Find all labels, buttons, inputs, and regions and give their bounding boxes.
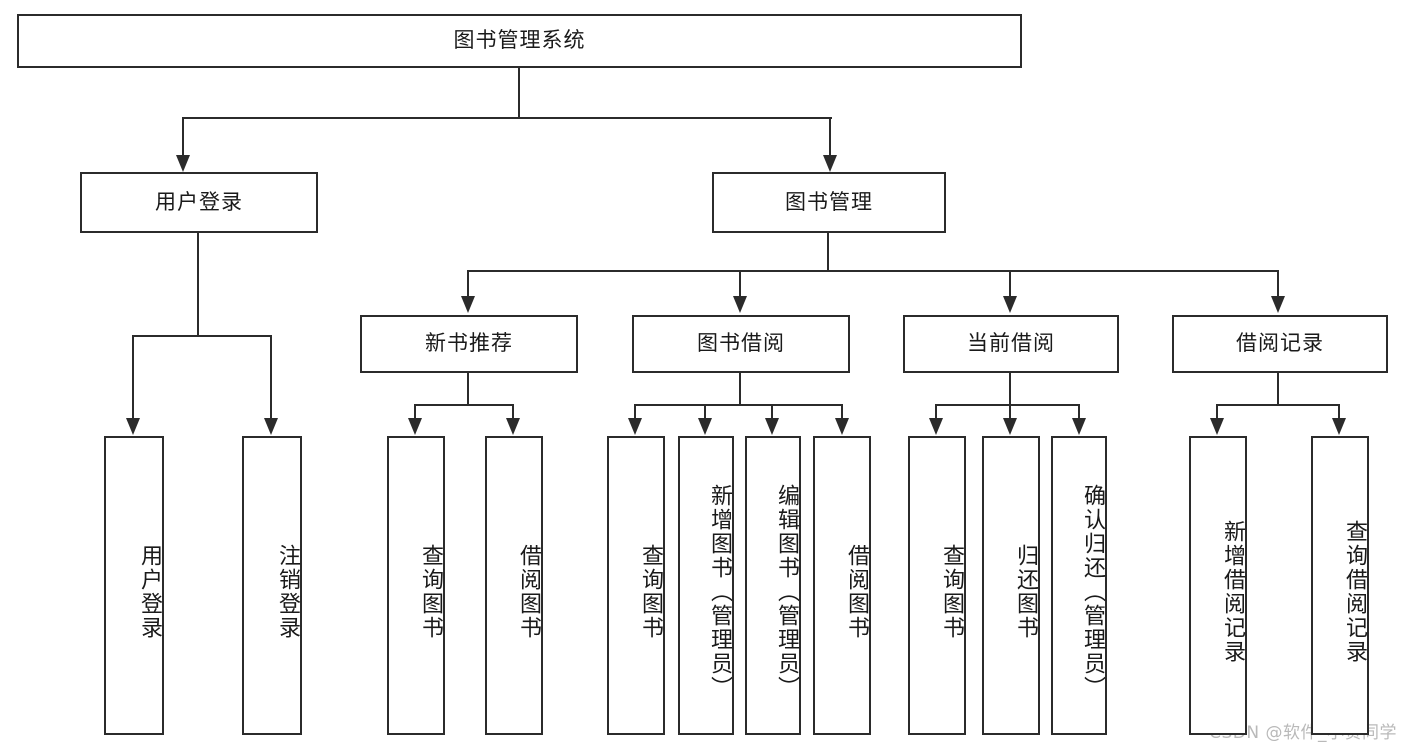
connector-group1-bar [635,404,842,406]
arrow-group3-drop-0 [1210,418,1224,435]
connector-user-bar [133,335,271,337]
arrow-group0-drop-1 [506,418,520,435]
node-book-borrow[interactable]: 图书借阅 [632,315,850,373]
arrow-group0-drop-0 [408,418,422,435]
node-label: 编辑图书（管理员） [774,483,799,700]
node-label: 归还图书 [1013,543,1038,640]
arrow-user-drop-0 [126,418,140,435]
connector-group0-stem [467,373,469,404]
arrow-user-drop-1 [264,418,278,435]
connector-group3-drop-1 [1338,404,1340,418]
connector-group1-drop-3 [841,404,843,418]
connector-group2-drop-2 [1078,404,1080,418]
leaf-leaf-confirm-return[interactable]: 确认归还（管理员） [1051,436,1107,735]
connector-user-drop-0 [132,335,134,418]
connector-root-drop-0 [182,117,184,155]
leaf-leaf-query-book-2[interactable]: 查询图书 [607,436,665,735]
node-label: 新增图书（管理员） [707,483,732,700]
connector-book-drop-2 [1009,270,1011,296]
leaf-leaf-borrow-book-1[interactable]: 借阅图书 [485,436,543,735]
node-label: 查询图书 [638,543,663,640]
connector-group3-stem [1277,373,1279,404]
arrow-book-drop-0 [461,296,475,313]
connector-group2-stem [1009,373,1011,404]
node-borrow-record[interactable]: 借阅记录 [1172,315,1388,373]
node-user-login[interactable]: 用户登录 [80,172,318,233]
leaf-leaf-logout[interactable]: 注销登录 [242,436,302,735]
leaf-leaf-query-book-1[interactable]: 查询图书 [387,436,445,735]
connector-group0-drop-0 [414,404,416,418]
connector-group1-stem [739,373,741,404]
connector-book-drop-1 [739,270,741,296]
connector-group1-drop-0 [634,404,636,418]
node-label: 用户登录 [155,189,243,214]
node-current-borrow[interactable]: 当前借阅 [903,315,1119,373]
leaf-leaf-return-book[interactable]: 归还图书 [982,436,1040,735]
connector-book-stem [827,233,829,270]
node-label: 借阅图书 [516,543,541,640]
node-label: 确认归还（管理员） [1080,483,1105,700]
connector-book-bar [468,270,1278,272]
connector-user-drop-1 [270,335,272,418]
arrow-group1-drop-0 [628,418,642,435]
connector-group1-drop-2 [771,404,773,418]
node-label: 注销登录 [275,543,300,640]
arrow-book-drop-1 [733,296,747,313]
arrow-group1-drop-2 [765,418,779,435]
node-label: 查询借阅记录 [1342,519,1367,664]
node-label: 查询图书 [939,543,964,640]
node-new-book-recommend[interactable]: 新书推荐 [360,315,578,373]
node-label: 新增借阅记录 [1220,519,1245,664]
leaf-leaf-edit-book[interactable]: 编辑图书（管理员） [745,436,801,735]
arrow-book-drop-2 [1003,296,1017,313]
leaf-leaf-query-record[interactable]: 查询借阅记录 [1311,436,1369,735]
leaf-leaf-query-book-3[interactable]: 查询图书 [908,436,966,735]
connector-group3-bar [1217,404,1339,406]
arrow-group2-drop-0 [929,418,943,435]
node-label: 新书推荐 [425,331,513,356]
arrow-group3-drop-1 [1332,418,1346,435]
connector-root-drop-1 [829,117,831,155]
leaf-leaf-add-book[interactable]: 新增图书（管理员） [678,436,734,735]
node-label: 图书借阅 [697,331,785,356]
arrow-group1-drop-1 [698,418,712,435]
node-label: 当前借阅 [967,331,1055,356]
connector-group1-drop-1 [704,404,706,418]
connector-book-drop-3 [1277,270,1279,296]
node-label: 借阅图书 [844,543,869,640]
connector-user-stem [197,233,199,335]
node-label: 借阅记录 [1236,331,1324,356]
arrow-group2-drop-1 [1003,418,1017,435]
node-book-manage[interactable]: 图书管理 [712,172,946,233]
connector-group2-drop-1 [1009,404,1011,418]
arrow-group2-drop-2 [1072,418,1086,435]
leaf-leaf-add-record[interactable]: 新增借阅记录 [1189,436,1247,735]
node-label: 用户登录 [137,543,162,640]
leaf-leaf-user-login[interactable]: 用户登录 [104,436,164,735]
arrow-group1-drop-3 [835,418,849,435]
arrow-book-drop-3 [1271,296,1285,313]
node-label: 查询图书 [418,543,443,640]
connector-root-stem [518,68,520,117]
node-label: 图书管理 [785,189,873,214]
arrow-root-drop-0 [176,155,190,172]
connector-group0-drop-1 [512,404,514,418]
node-root[interactable]: 图书管理系统 [17,14,1022,68]
connector-group0-bar [415,404,513,406]
node-label: 图书管理系统 [453,28,586,53]
arrow-root-drop-1 [823,155,837,172]
connector-group2-drop-0 [935,404,937,418]
connector-group2-bar [936,404,1079,406]
connector-group3-drop-0 [1216,404,1218,418]
connector-root-bar [183,117,832,119]
connector-book-drop-0 [467,270,469,296]
leaf-leaf-borrow-book-2[interactable]: 借阅图书 [813,436,871,735]
